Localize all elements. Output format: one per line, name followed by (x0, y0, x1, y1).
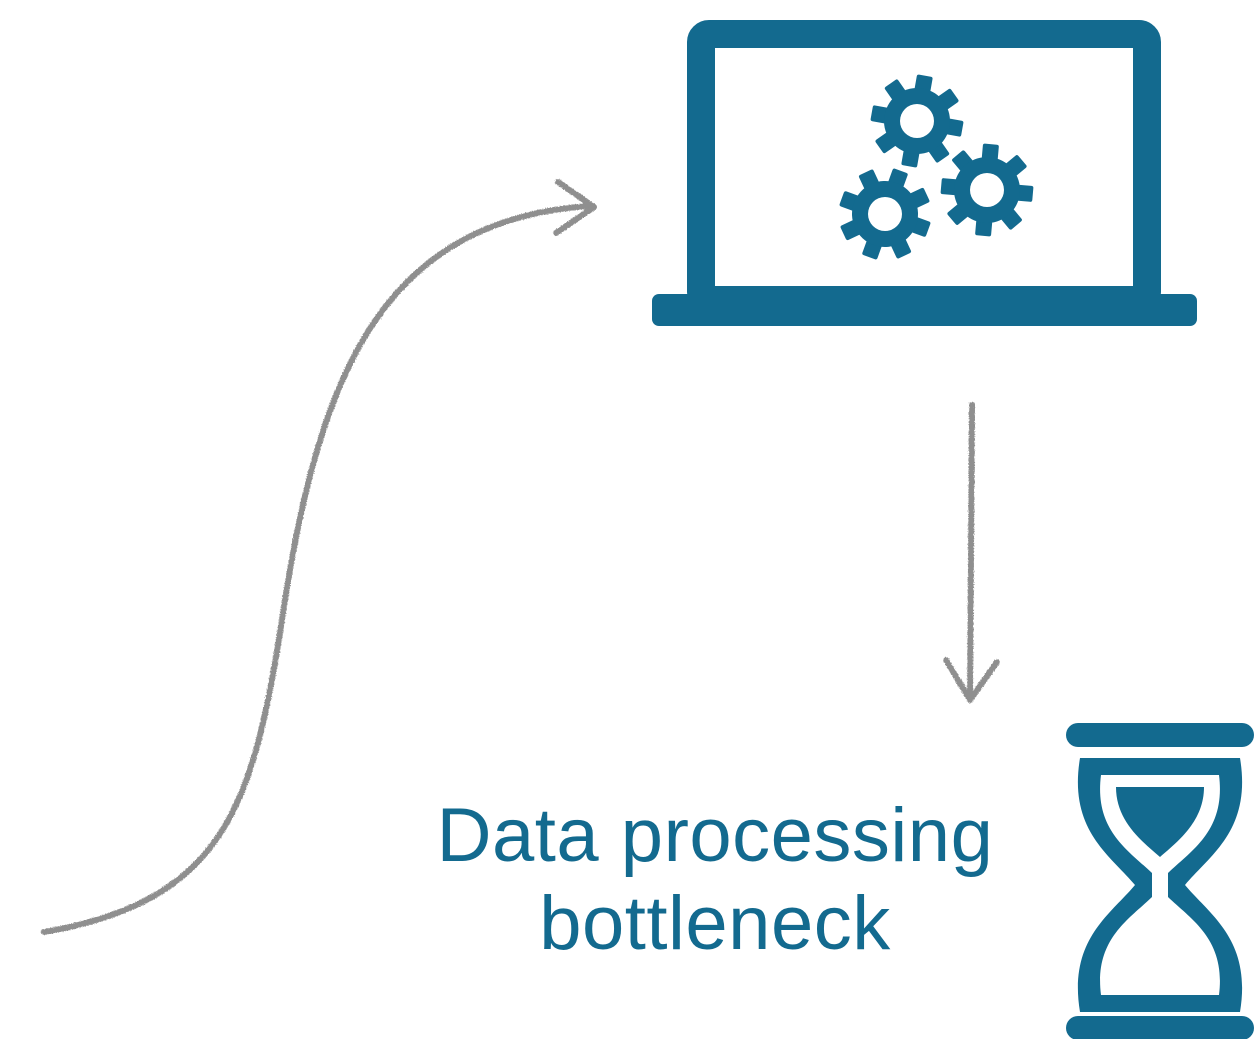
down-arrow (943, 402, 1000, 703)
curved-arrow (41, 179, 597, 935)
laptop-with-gears-icon (652, 20, 1197, 326)
caption-line-1: Data processing (436, 793, 994, 878)
caption-line-2: bottleneck (539, 881, 891, 966)
gears-icon (826, 67, 1037, 273)
diagram-caption: Data processing bottleneck (380, 792, 1050, 968)
hourglass-icon (1066, 723, 1254, 1039)
